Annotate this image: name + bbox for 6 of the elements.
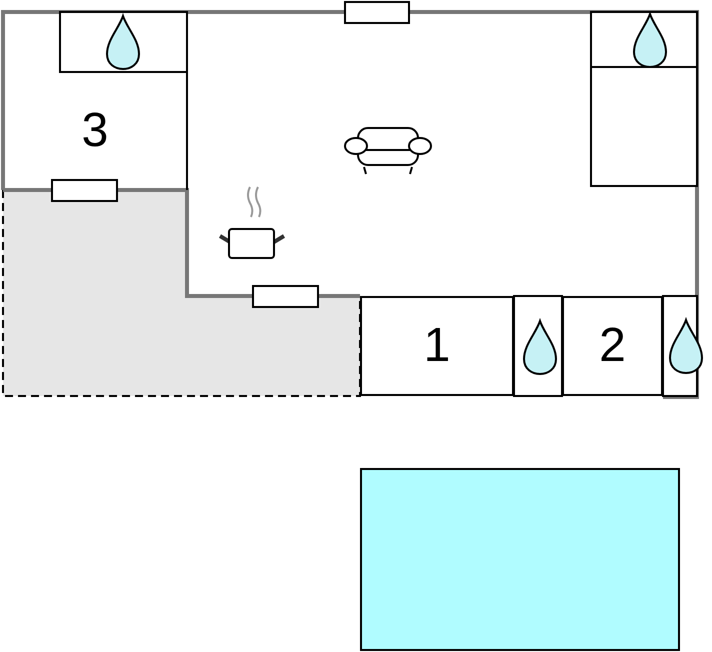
room: [562, 296, 663, 396]
room-number: 1: [424, 322, 450, 370]
room-number: 3: [82, 107, 108, 155]
swimming-pool: [360, 468, 680, 651]
room: [360, 296, 514, 396]
room-number: 2: [599, 322, 626, 370]
